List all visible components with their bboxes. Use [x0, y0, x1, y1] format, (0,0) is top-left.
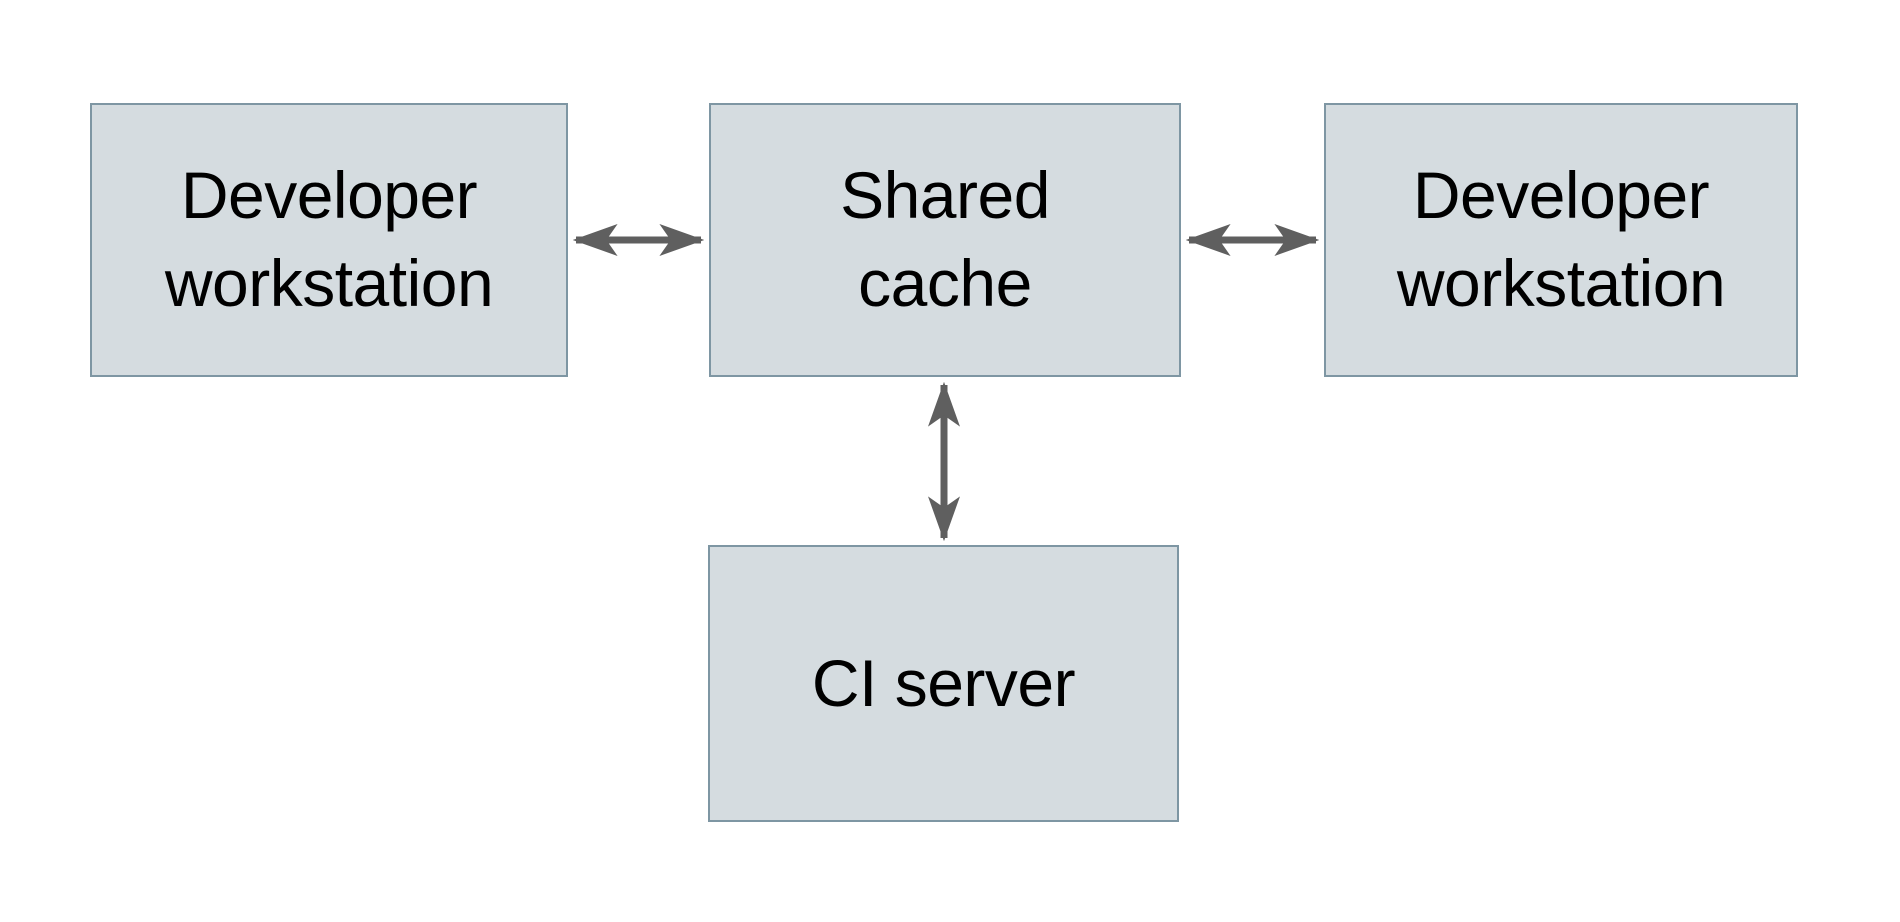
node-label: Shared cache	[840, 158, 1050, 320]
node-developer-workstation-right: Developer workstation	[1324, 103, 1798, 377]
node-label: Developer workstation	[164, 158, 494, 320]
node-label: Developer workstation	[1396, 158, 1726, 320]
node-label: CI server	[811, 645, 1076, 720]
node-shared-cache: Shared cache	[709, 103, 1181, 377]
node-ci-server: CI server	[708, 545, 1179, 822]
node-developer-workstation-left: Developer workstation	[90, 103, 568, 377]
